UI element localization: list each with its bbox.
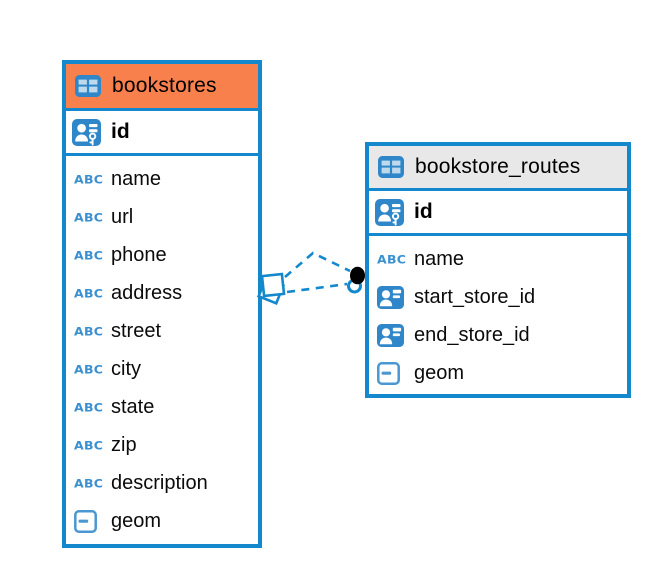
column-row-name[interactable]: ABC name [369, 240, 627, 278]
reference-type-icon [377, 286, 405, 309]
relationship-line-lower[interactable] [286, 282, 348, 294]
column-name: geom [414, 361, 465, 384]
text-type-icon: ABC [74, 400, 104, 414]
table-bookstore-routes-header[interactable]: bookstore_routes [369, 146, 627, 191]
column-row-zip[interactable]: ABC zip [66, 426, 258, 464]
table-title: bookstores [112, 74, 217, 97]
column-row-name[interactable]: ABC name [66, 160, 258, 198]
text-type-icon: ABC [74, 476, 104, 490]
column-row-street[interactable]: ABC street [66, 312, 258, 350]
column-name: state [111, 395, 155, 418]
primary-key-icon [72, 119, 103, 146]
reference-type-icon [377, 324, 405, 347]
column-row-phone[interactable]: ABC phone [66, 236, 258, 274]
table-columns: ABC name ABC url ABC phone ABC address A… [66, 156, 258, 540]
text-type-icon: ABC [74, 362, 104, 376]
column-name: city [111, 357, 141, 380]
column-row-url[interactable]: ABC url [66, 198, 258, 236]
text-type-icon: ABC [74, 324, 104, 338]
column-name: end_store_id [414, 323, 530, 346]
column-name: id [111, 120, 130, 143]
table-columns: ABC name start_store_id end_store_id ge [369, 236, 627, 392]
column-row-geom[interactable]: geom [369, 354, 627, 392]
column-row-state[interactable]: ABC state [66, 388, 258, 426]
column-row-end-store-id[interactable]: end_store_id [369, 316, 627, 354]
text-type-icon: ABC [74, 438, 104, 452]
geometry-type-icon [377, 362, 405, 385]
column-row-id[interactable]: id [369, 191, 627, 236]
relationship-pages-marker [256, 272, 286, 306]
table-bookstore-routes[interactable]: bookstore_routes id ABC name start_store… [365, 142, 631, 398]
column-name: geom [111, 509, 162, 532]
relationship-line-upper[interactable] [284, 251, 351, 278]
table-title: bookstore_routes [415, 155, 581, 178]
primary-key-icon [375, 199, 406, 226]
column-name: id [414, 200, 433, 223]
text-type-icon: ABC [377, 252, 407, 266]
text-type-icon: ABC [74, 248, 104, 262]
table-icon [378, 156, 406, 178]
geometry-type-icon [74, 510, 102, 533]
column-row-geom[interactable]: geom [66, 502, 258, 540]
relationship-dot-marker [347, 266, 365, 294]
column-row-city[interactable]: ABC city [66, 350, 258, 388]
column-name: name [414, 247, 465, 270]
table-icon [75, 75, 103, 97]
table-bookstores-header[interactable]: bookstores [66, 64, 258, 111]
column-name: phone [111, 243, 167, 266]
column-name: name [111, 167, 162, 190]
column-name: description [111, 471, 208, 494]
column-name: url [111, 205, 134, 228]
text-type-icon: ABC [74, 210, 104, 224]
column-row-description[interactable]: ABC description [66, 464, 258, 502]
column-row-start-store-id[interactable]: start_store_id [369, 278, 627, 316]
relationship-connector[interactable] [256, 251, 365, 306]
column-name: address [111, 281, 183, 304]
text-type-icon: ABC [74, 172, 104, 186]
table-bookstores[interactable]: bookstores id ABC name ABC url ABC phone… [62, 60, 262, 548]
column-name: street [111, 319, 162, 342]
column-row-id[interactable]: id [66, 111, 258, 156]
column-name: start_store_id [414, 285, 536, 308]
column-name: zip [111, 433, 137, 456]
column-row-address[interactable]: ABC address [66, 274, 258, 312]
text-type-icon: ABC [74, 286, 104, 300]
